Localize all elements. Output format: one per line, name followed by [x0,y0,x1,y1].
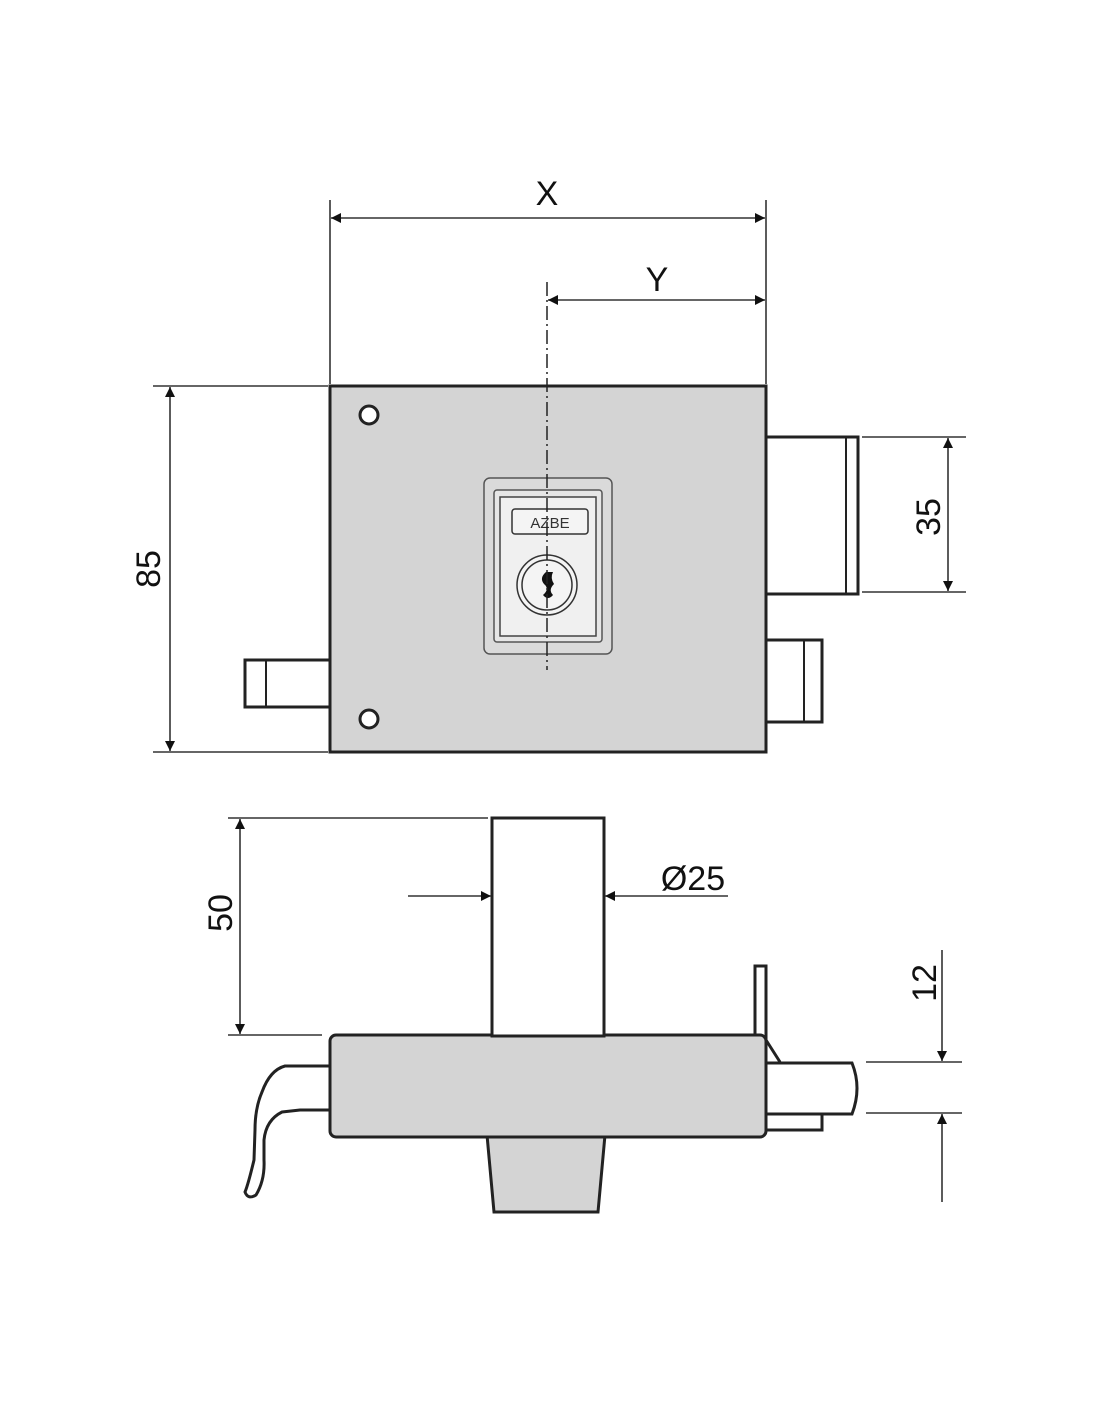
dimension-85-label: 85 [130,550,168,588]
main-deadbolt [762,435,860,596]
latch-bolt [762,638,824,724]
dimension-35-label: 35 [910,498,948,536]
cylinder-escutcheon: AZBE [483,477,613,655]
dimension-50-label: 50 [202,894,240,932]
side-lock-body [328,1033,768,1139]
keyhole-icon [541,572,554,598]
left-bolt [243,658,334,709]
dimension-12-label: 12 [906,964,944,1002]
side-latch [764,1112,824,1132]
front-view: AZBE X Y 85 35 [130,175,966,754]
brand-label: AZBE [530,515,569,532]
cylinder-projection [490,816,606,1038]
side-deadbolt [764,1061,859,1116]
dimension-x-label: X [536,175,559,213]
screw-hole-bottom [358,708,380,730]
interior-knob [485,1133,607,1214]
dimension-25-label: Ø25 [661,860,725,898]
screw-hole-top [358,404,380,426]
lever-handle [243,1064,332,1199]
side-view: 50 Ø25 12 [202,816,962,1214]
dimension-y-label: Y [646,261,669,299]
